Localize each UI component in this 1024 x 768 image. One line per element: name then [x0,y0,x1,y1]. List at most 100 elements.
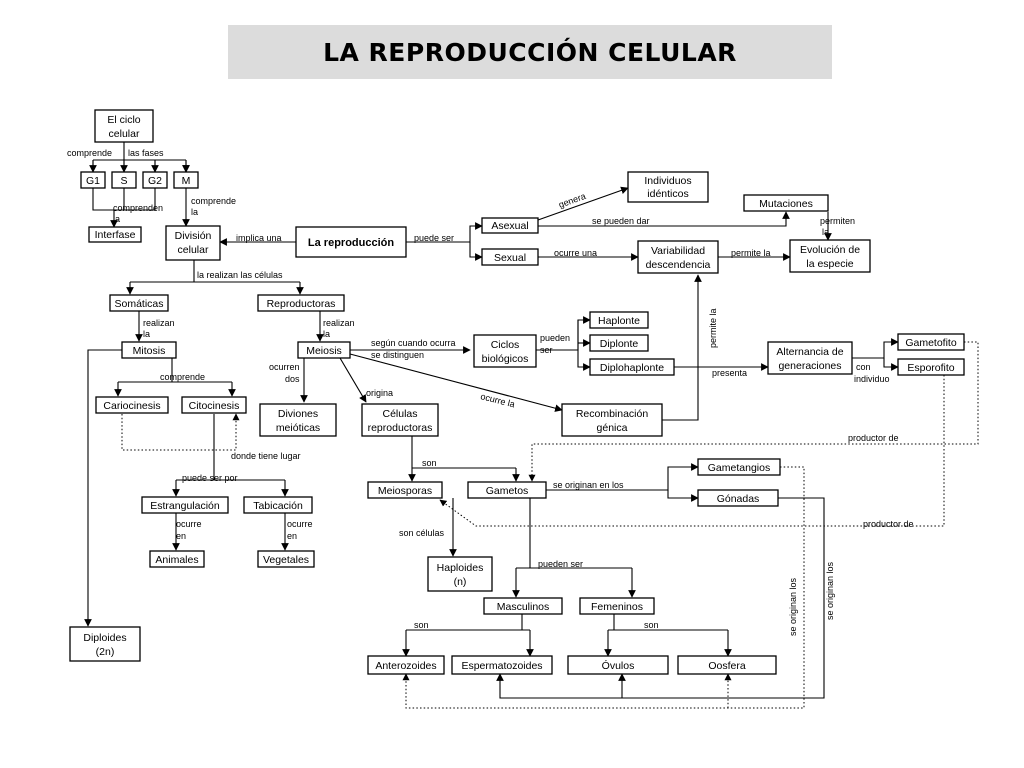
label-se-pueden-dar: se pueden dar [592,216,650,226]
node-la-reproduccion: La reproducción [295,226,407,258]
node-g1: G1 [80,171,106,189]
node-citocinesis: Citocinesis [181,396,247,414]
label-puede-ser-por: puede ser por [182,473,238,483]
label-ocurre-en-1-b: en [176,531,186,541]
label-genera: genera [557,191,587,210]
svg-text:Gametos: Gametos [486,485,529,497]
title-banner: LA REPRODUCCIÓN CELULAR [228,25,832,79]
node-asexual: Asexual [481,217,539,234]
node-meiosporas: Meiosporas [367,481,443,499]
svg-text:Diviones: Diviones [278,408,318,420]
label-realizan-la-1-b: la [143,329,150,339]
label-las-fases: las fases [128,148,164,158]
label-comprende-2: comprende [160,372,205,382]
label-ocurre-en-2: ocurre [287,519,313,529]
svg-text:Oosfera: Oosfera [708,660,746,672]
node-mitosis: Mitosis [121,341,177,359]
label-puede-ser: puede ser [414,233,454,243]
svg-text:Meiosis: Meiosis [306,345,342,357]
node-gametofito: Gametofito [897,333,965,351]
node-femeninos: Femeninos [579,597,655,615]
label-la-realizan: la realizan las células [197,270,283,280]
svg-text:celular: celular [109,128,140,140]
node-masculinos: Masculinos [483,597,563,615]
node-esporofito: Esporofito [897,358,965,376]
label-ocurre-una: ocurre una [554,248,597,258]
svg-text:reproductoras: reproductoras [368,422,433,434]
node-variabilidad-descendencia: Variabilidad descendencia [637,240,719,274]
node-meiosis: Meiosis [297,341,351,359]
svg-text:Citocinesis: Citocinesis [189,400,240,412]
svg-text:Diplohaplonte: Diplohaplonte [600,362,664,374]
label-productor-de-2: productor de [863,519,914,529]
svg-text:Asexual: Asexual [491,220,528,232]
node-diploides: Diploides (2n) [69,626,141,662]
label-comprende-la: comprende [191,196,236,206]
svg-text:La reproducción: La reproducción [308,237,394,249]
svg-text:Mitosis: Mitosis [133,345,166,357]
node-vegetales: Vegetales [257,550,315,568]
label-comprenden-la-2: la [113,214,120,224]
svg-text:Masculinos: Masculinos [497,601,550,613]
svg-text:Alternancia de: Alternancia de [776,346,843,358]
node-interfase: Interfase [88,226,142,243]
dotted-connectors [121,341,979,709]
node-diviones-meioticas: Diviones meióticas [259,403,337,437]
label-presenta: presenta [712,368,747,378]
svg-text:Gametofito: Gametofito [905,337,957,349]
label-con-individuo: con [856,362,871,372]
link-labels: comprende las fases comprenden la compre… [67,148,914,636]
label-comprende: comprende [67,148,112,158]
node-tabicacion: Tabicación [243,496,313,514]
node-haplonte: Haplonte [589,311,649,329]
label-realizan-la-2-b: la [323,329,330,339]
svg-text:Haploides: Haploides [437,562,484,574]
node-ovulos: Óvulos [567,655,669,675]
svg-text:Vegetales: Vegetales [263,554,309,566]
node-gametangios: Gametangios [697,458,781,476]
svg-text:Cariocinesis: Cariocinesis [103,400,160,412]
node-sexual: Sexual [481,248,539,266]
label-son-3: son [644,620,659,630]
svg-text:Femeninos: Femeninos [591,601,643,613]
label-donde-tiene-lugar: donde tiene lugar [231,451,301,461]
label-ocurre-en-1: ocurre [176,519,202,529]
node-anterozoides: Anterozoides [367,655,445,675]
label-ocurren-dos-2: dos [285,374,300,384]
svg-text:Tabicación: Tabicación [253,500,303,512]
svg-text:El ciclo: El ciclo [107,114,140,126]
node-somaticas: Somáticas [109,294,169,312]
nodes: El ciclo celular G1 S G2 M Interfase Div… [69,109,965,675]
connectors [84,142,899,699]
node-individuos-identicos: Individuos idénticos [627,171,709,203]
svg-text:Diploides: Diploides [83,632,126,644]
svg-text:M: M [182,175,191,187]
svg-text:Óvulos: Óvulos [602,659,635,672]
svg-text:División: División [175,230,212,242]
node-animales: Animales [149,550,205,568]
svg-text:meióticas: meióticas [276,422,320,434]
svg-text:descendencia: descendencia [646,259,711,271]
label-permite-la: permite la [731,248,771,258]
node-diplonte: Diplonte [589,334,649,352]
node-gonadas: Gónadas [697,489,779,507]
node-recombinacion-genica: Recombinación génica [561,403,663,437]
node-diplohaplonte: Diplohaplonte [589,358,675,376]
svg-text:Diplonte: Diplonte [600,338,639,350]
label-son: son [422,458,437,468]
svg-text:(n): (n) [454,576,467,588]
node-s: S [111,171,137,189]
label-productor-de-1: productor de [848,433,899,443]
node-haploides: Haploides (n) [427,556,493,592]
svg-text:Gónadas: Gónadas [717,493,760,505]
label-segun-2: se distinguen [371,350,424,360]
label-pueden-ser-1-b: ser [540,345,553,355]
label-implica-una: implica una [236,233,282,243]
label-segun: según cuando ocurra [371,338,456,348]
label-con-individuo-2: individuo [854,374,890,384]
svg-text:Individuos: Individuos [644,175,691,187]
label-pueden-ser-2: pueden ser [538,559,583,569]
svg-text:génica: génica [597,422,628,434]
node-mutaciones: Mutaciones [743,194,829,212]
